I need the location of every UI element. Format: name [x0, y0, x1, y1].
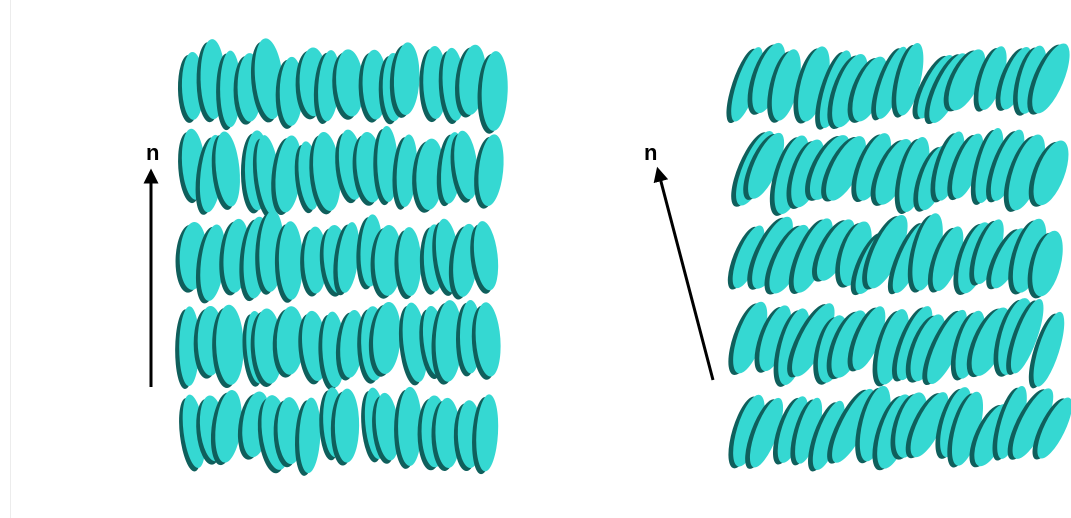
director-label: n — [146, 140, 159, 165]
mesogen — [394, 387, 422, 469]
molecule-layer — [721, 208, 1068, 302]
molecule-layer — [177, 37, 509, 134]
molecule-layers-left — [174, 37, 509, 476]
molecule-layer — [176, 126, 507, 220]
molecule-layer — [723, 125, 1071, 221]
molecule-layer — [720, 37, 1071, 134]
panel-smectic-a: n — [0, 0, 535, 518]
molecule-layer — [722, 382, 1071, 477]
molecule-layer — [175, 300, 503, 391]
director-label: n — [644, 140, 657, 165]
panel-smectic-c: n — [536, 0, 1071, 518]
molecule-layers-right — [720, 37, 1071, 476]
molecule-layer — [721, 293, 1070, 392]
smectic-c-diagram: n — [536, 0, 1071, 518]
mesogen — [471, 133, 507, 210]
director-arrow — [659, 174, 713, 380]
smectic-a-diagram: n — [0, 0, 535, 518]
molecule-layer — [175, 387, 500, 477]
molecule-layer — [174, 210, 502, 305]
